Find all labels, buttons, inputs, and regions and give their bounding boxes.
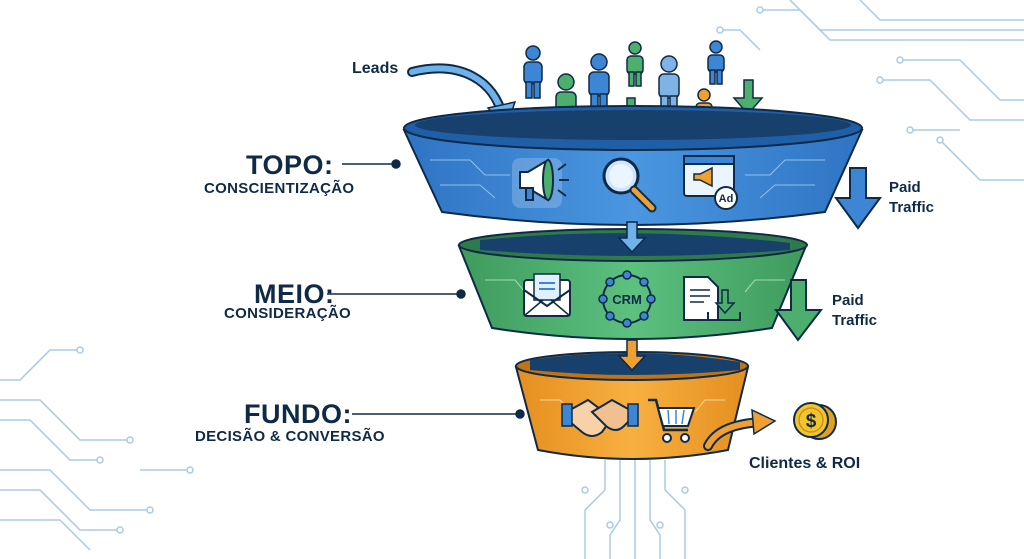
paid-word: Paid bbox=[832, 292, 864, 309]
stage-subtitle-meio: CONSIDERAÇÃO bbox=[224, 305, 351, 322]
stage-title-fundo: FUNDO: bbox=[244, 399, 352, 429]
magnifier-icon bbox=[602, 157, 657, 213]
outcome-arrow bbox=[703, 408, 777, 451]
paid-traffic-label-middle: Paid Traffic bbox=[832, 291, 877, 331]
flow-arrow-down-icon bbox=[617, 339, 647, 372]
arrow-down-icon bbox=[732, 79, 764, 116]
outcome-label: Clientes & ROI bbox=[749, 455, 861, 472]
circuit-decoration-bottom bbox=[584, 460, 686, 559]
crm-network-icon: CRM bbox=[598, 270, 656, 328]
ad-text: Ad bbox=[719, 193, 734, 205]
handshake-icon bbox=[561, 398, 639, 437]
stage-title-meio: MEIO: bbox=[254, 279, 335, 309]
person-icon bbox=[523, 45, 543, 99]
person-icon bbox=[588, 53, 610, 113]
email-icon bbox=[523, 273, 571, 317]
stage-connectors bbox=[327, 159, 525, 419]
person-icon bbox=[658, 55, 680, 115]
document-download-icon bbox=[683, 276, 741, 321]
leads-label: Leads bbox=[352, 60, 399, 77]
paid-traffic-arrow-icon bbox=[774, 279, 824, 342]
circuit-decoration-top-right bbox=[720, 0, 1024, 181]
stage-subtitle-topo: CONSCIENTIZAÇÃO bbox=[204, 180, 355, 197]
paid-traffic-label-top: Paid Traffic bbox=[889, 178, 934, 218]
dollar-coins-icon: $ bbox=[793, 402, 837, 440]
shopping-cart-icon bbox=[648, 398, 696, 443]
person-icon bbox=[626, 41, 644, 87]
traffic-word: Traffic bbox=[832, 312, 878, 329]
traffic-word: Traffic bbox=[889, 199, 935, 216]
circuit-nodes-top-right bbox=[716, 6, 944, 144]
svg-text:$: $ bbox=[806, 411, 817, 432]
megaphone-icon bbox=[512, 158, 569, 208]
crm-text: CRM bbox=[612, 292, 642, 307]
circuit-nodes-bottom-left bbox=[76, 346, 194, 534]
circuit-nodes-bottom bbox=[581, 486, 689, 529]
circuit-decoration-bottom-left bbox=[0, 349, 190, 551]
ad-browser-icon: Ad bbox=[683, 155, 738, 210]
stage-subtitle-fundo: DECISÃO & CONVERSÃO bbox=[195, 428, 385, 445]
person-icon bbox=[707, 40, 725, 85]
paid-traffic-arrow-icon bbox=[834, 167, 882, 230]
paid-word: Paid bbox=[889, 179, 921, 196]
stage-title-topo: TOPO: bbox=[246, 150, 334, 180]
flow-arrow-down-icon bbox=[617, 221, 647, 254]
